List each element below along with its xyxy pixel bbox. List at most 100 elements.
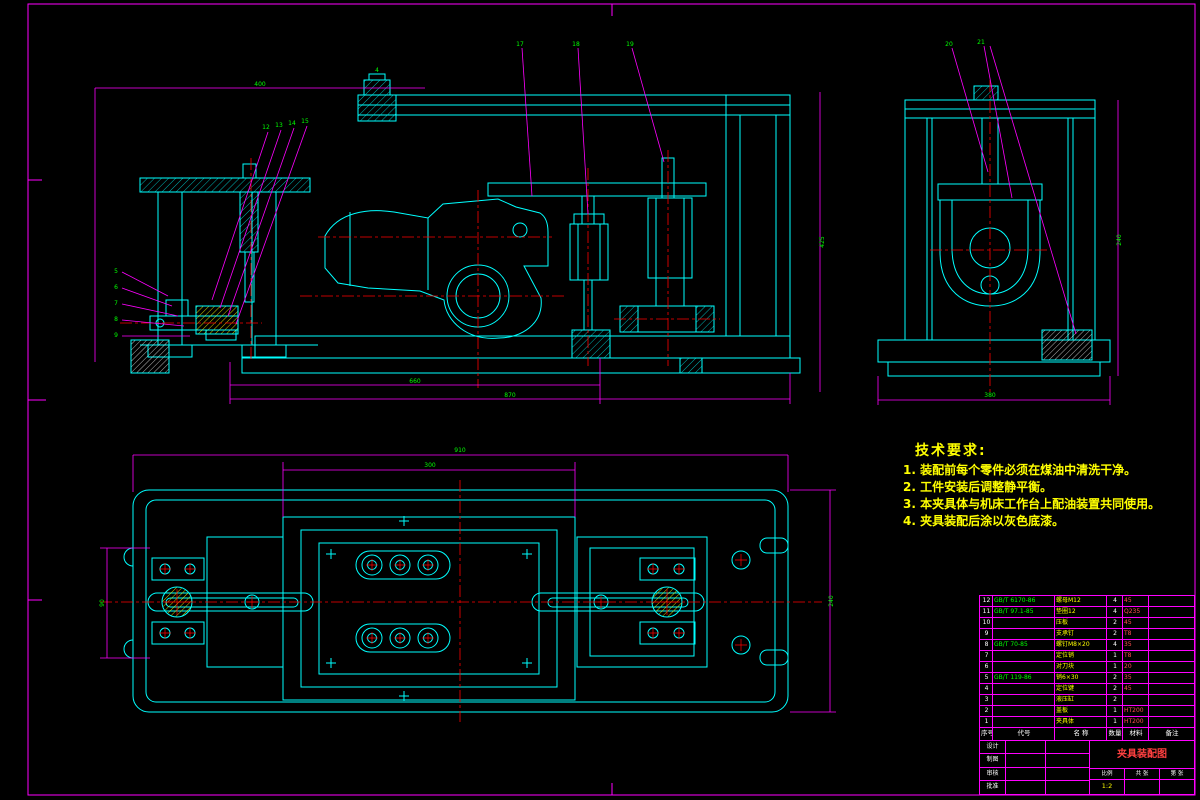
parts-list-cell: 6 (980, 662, 993, 672)
sheet-no-label: 第 张 (1160, 769, 1194, 780)
dim-label: 380 (984, 392, 996, 399)
signature-label: 批准 (980, 780, 1006, 794)
parts-list-cell: 2 (1107, 684, 1123, 694)
signature-date-cell (1046, 754, 1089, 766)
tech-req-item: 4. 夹具装配后涂以灰色底漆。 (903, 514, 1065, 528)
parts-list-cell: HT200 (1123, 706, 1149, 716)
parts-list-cell (1149, 640, 1194, 650)
tech-req-item: 1. 装配前每个零件必须在煤油中清洗干净。 (903, 463, 1137, 477)
parts-header-cell: 代号 (993, 728, 1055, 740)
parts-list-cell: 2 (1107, 673, 1123, 683)
parts-list-cell: 3 (980, 695, 993, 705)
parts-list-cell: 9 (980, 629, 993, 639)
sheet-no-cell: 第 张 (1160, 769, 1194, 794)
parts-list-cell: GB/T 6170-86 (993, 596, 1055, 606)
signature-name-cell (1006, 767, 1046, 780)
sheets-total-label: 共 张 (1125, 769, 1159, 780)
parts-list-cell: 11 (980, 607, 993, 617)
tech-req-title: 技术要求: (915, 443, 987, 459)
parts-list-cell (1149, 684, 1194, 694)
parts-list-cell: 2 (980, 706, 993, 716)
dim-label: 240 (828, 595, 835, 607)
balloon-label: 17 (516, 41, 524, 48)
parts-list-cell (993, 706, 1055, 716)
parts-list-cell: 1 (1107, 706, 1123, 716)
parts-list-cell: 压板 (1055, 618, 1107, 628)
sheets-total-cell: 共 张 (1125, 769, 1160, 794)
drawing-name: 夹具装配图 (1090, 741, 1194, 769)
parts-list-cell (1123, 695, 1149, 705)
dim-label: 660 (409, 378, 421, 385)
balloon-label: 19 (626, 41, 634, 48)
parts-header-cell: 序号 (980, 728, 993, 740)
parts-list-cell (1149, 662, 1194, 672)
dim-label: 870 (504, 392, 516, 399)
top-view: 910 300 90 240 (99, 447, 836, 722)
side-view: 380 240 20 21 (877, 39, 1123, 405)
parts-list-cell (1149, 629, 1194, 639)
signature-label: 设计 (980, 741, 1006, 754)
parts-list-cell: 垫圈12 (1055, 607, 1107, 617)
balloon-label: 13 (275, 122, 283, 129)
parts-list-cell: 45 (1123, 596, 1149, 606)
parts-list-cell: 2 (1107, 629, 1123, 639)
dim-label: 400 (254, 81, 266, 88)
signature-date-cell (1046, 781, 1089, 794)
parts-list-cell (993, 684, 1055, 694)
signature-name-cell (1006, 741, 1046, 754)
technical-requirements: 技术要求: 1. 装配前每个零件必须在煤油中清洗干净。 2. 工件安装后调整静平… (903, 440, 1197, 530)
title-block-right: 夹具装配图 比例 1:2 共 张 第 张 (1090, 741, 1194, 794)
balloon-label: 18 (572, 41, 580, 48)
parts-list-cell (1149, 651, 1194, 661)
parts-list-cell (993, 618, 1055, 628)
parts-header-cell: 数量 (1107, 728, 1123, 740)
parts-list-cell: 盖板 (1055, 706, 1107, 716)
balloon-label: 12 (262, 124, 270, 131)
parts-list-cell (1149, 695, 1194, 705)
parts-list-cell: GB/T 70-85 (993, 640, 1055, 650)
dim-label: 90 (99, 599, 106, 607)
parts-list-cell: 销6×30 (1055, 673, 1107, 683)
parts-list-cell (1149, 618, 1194, 628)
parts-list-cell: 20 (1123, 662, 1149, 672)
parts-list-cell: 定位键 (1055, 684, 1107, 694)
parts-list-cell: 2 (1107, 618, 1123, 628)
parts-list-cell: 螺钉M8×20 (1055, 640, 1107, 650)
signature-label: 制图 (980, 754, 1006, 767)
signature-date-cell (1046, 768, 1089, 780)
parts-list-cell: GB/T 119-86 (993, 673, 1055, 683)
balloon-label: 4 (375, 67, 379, 74)
signature-label: 审核 (980, 767, 1006, 780)
title-block-bottom: 设计制图审核批准 夹具装配图 比例 1:2 共 张 第 张 (980, 741, 1194, 794)
signature-name-cell (1006, 754, 1046, 767)
parts-list-cell: 螺母M12 (1055, 596, 1107, 606)
parts-header-cell: 名 称 (1055, 728, 1107, 740)
parts-list-cell: 4 (1107, 607, 1123, 617)
tech-req-item: 2. 工件安装后调整静平衡。 (903, 480, 1053, 494)
parts-list-cell (993, 695, 1055, 705)
balloon-label: 5 (114, 268, 118, 275)
balloon-label: 8 (114, 316, 118, 323)
parts-list-cell: HT200 (1123, 717, 1149, 727)
scale-label: 比例 (1090, 769, 1124, 780)
parts-list-cell: 45 (1123, 684, 1149, 694)
balloon-label: 14 (288, 120, 296, 127)
parts-list-cell: 5 (980, 673, 993, 683)
parts-list-cell: Q235 (1123, 607, 1149, 617)
parts-list-cell (993, 629, 1055, 639)
parts-list-cell: 液压缸 (1055, 695, 1107, 705)
front-view: 400 425 660 870 12 13 14 15 5 6 7 8 9 17… (94, 41, 826, 404)
balloon-label: 20 (945, 41, 953, 48)
balloon-label: 21 (977, 39, 985, 46)
parts-list-cell (993, 651, 1055, 661)
